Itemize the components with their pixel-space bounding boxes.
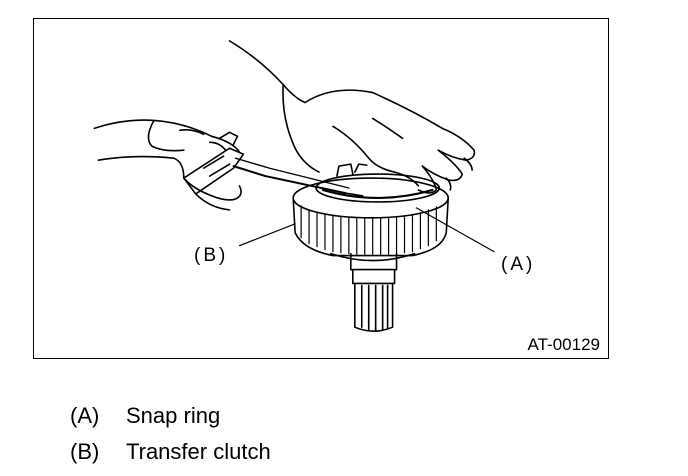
- callout-b-label: (B): [194, 245, 229, 266]
- legend: (A) Snap ring (B) Transfer clutch: [70, 398, 271, 470]
- left-hand-drawing: [93, 119, 242, 211]
- screwdriver-drawing: [183, 147, 364, 197]
- leader-line-b: [238, 223, 296, 247]
- figure-frame: (B) (A) AT-00129: [33, 18, 609, 359]
- illustration: [93, 40, 495, 332]
- legend-key: (A): [70, 403, 100, 428]
- figure-code: AT-00129: [527, 335, 600, 354]
- legend-label: Transfer clutch: [126, 439, 271, 464]
- legend-item: (A) Snap ring: [70, 398, 271, 434]
- legend-item: (B) Transfer clutch: [70, 434, 271, 470]
- legend-label: Snap ring: [126, 403, 221, 428]
- transfer-clutch-drum: [292, 163, 450, 262]
- right-hand-drawing: [228, 40, 476, 194]
- shaft-drawing: [350, 252, 398, 332]
- legend-key: (B): [70, 439, 100, 464]
- leader-line-a: [415, 207, 495, 253]
- callout-a-label: (A): [501, 254, 536, 275]
